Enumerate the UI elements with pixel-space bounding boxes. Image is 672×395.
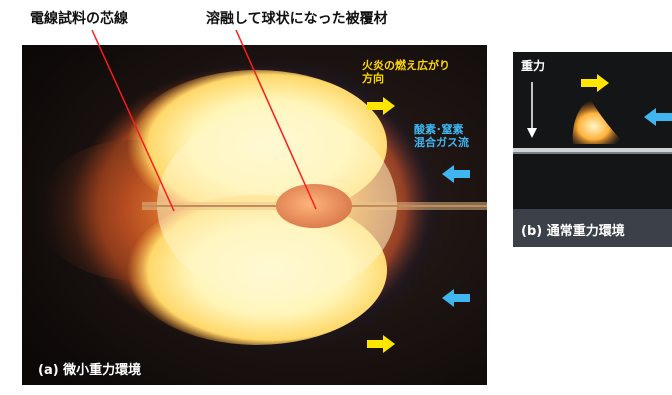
- panel-b-label-bar: (b) 通常重力環境: [513, 209, 672, 247]
- flame-spread-label: 火炎の燃え広がり 方向: [362, 59, 450, 85]
- core-wire-caption: 電線試料の芯線: [30, 11, 128, 27]
- gas-flow-label-line2: 混合ガス流: [414, 136, 469, 149]
- normal-gravity-flame-photo: 重力 (b) 通常重力環境: [513, 52, 672, 247]
- microgravity-flame-photo: 火炎の燃え広がり 方向 酸素･窒素 混合ガス流 (a) 微小重力環境: [22, 45, 487, 385]
- arrow-down-icon: [527, 82, 537, 138]
- microgravity-flame-image: [22, 45, 487, 385]
- gas-flow-label: 酸素･窒素 混合ガス流: [414, 123, 469, 149]
- arrow-left-icon: [644, 108, 672, 126]
- flame-spread-label-line2: 方向: [362, 72, 384, 85]
- coating-caption: 溶融して球状になった被覆材: [206, 11, 388, 27]
- panel-a-label: (a) 微小重力環境: [38, 363, 142, 378]
- core-pointer-line: [91, 29, 175, 212]
- arrow-right-icon: [581, 74, 609, 92]
- panel-b-label: (b) 通常重力環境: [521, 224, 625, 239]
- gas-flow-label-line1: 酸素･窒素: [414, 123, 464, 136]
- coating-pointer-line: [235, 29, 317, 210]
- arrow-left-icon: [442, 289, 470, 307]
- arrow-left-icon: [442, 165, 470, 183]
- arrow-right-icon: [367, 97, 395, 115]
- flame-spread-label-line1: 火炎の燃え広がり: [362, 59, 450, 72]
- normal-gravity-flame-image: [513, 52, 672, 209]
- arrow-right-icon: [367, 335, 395, 353]
- gravity-label: 重力: [521, 59, 546, 73]
